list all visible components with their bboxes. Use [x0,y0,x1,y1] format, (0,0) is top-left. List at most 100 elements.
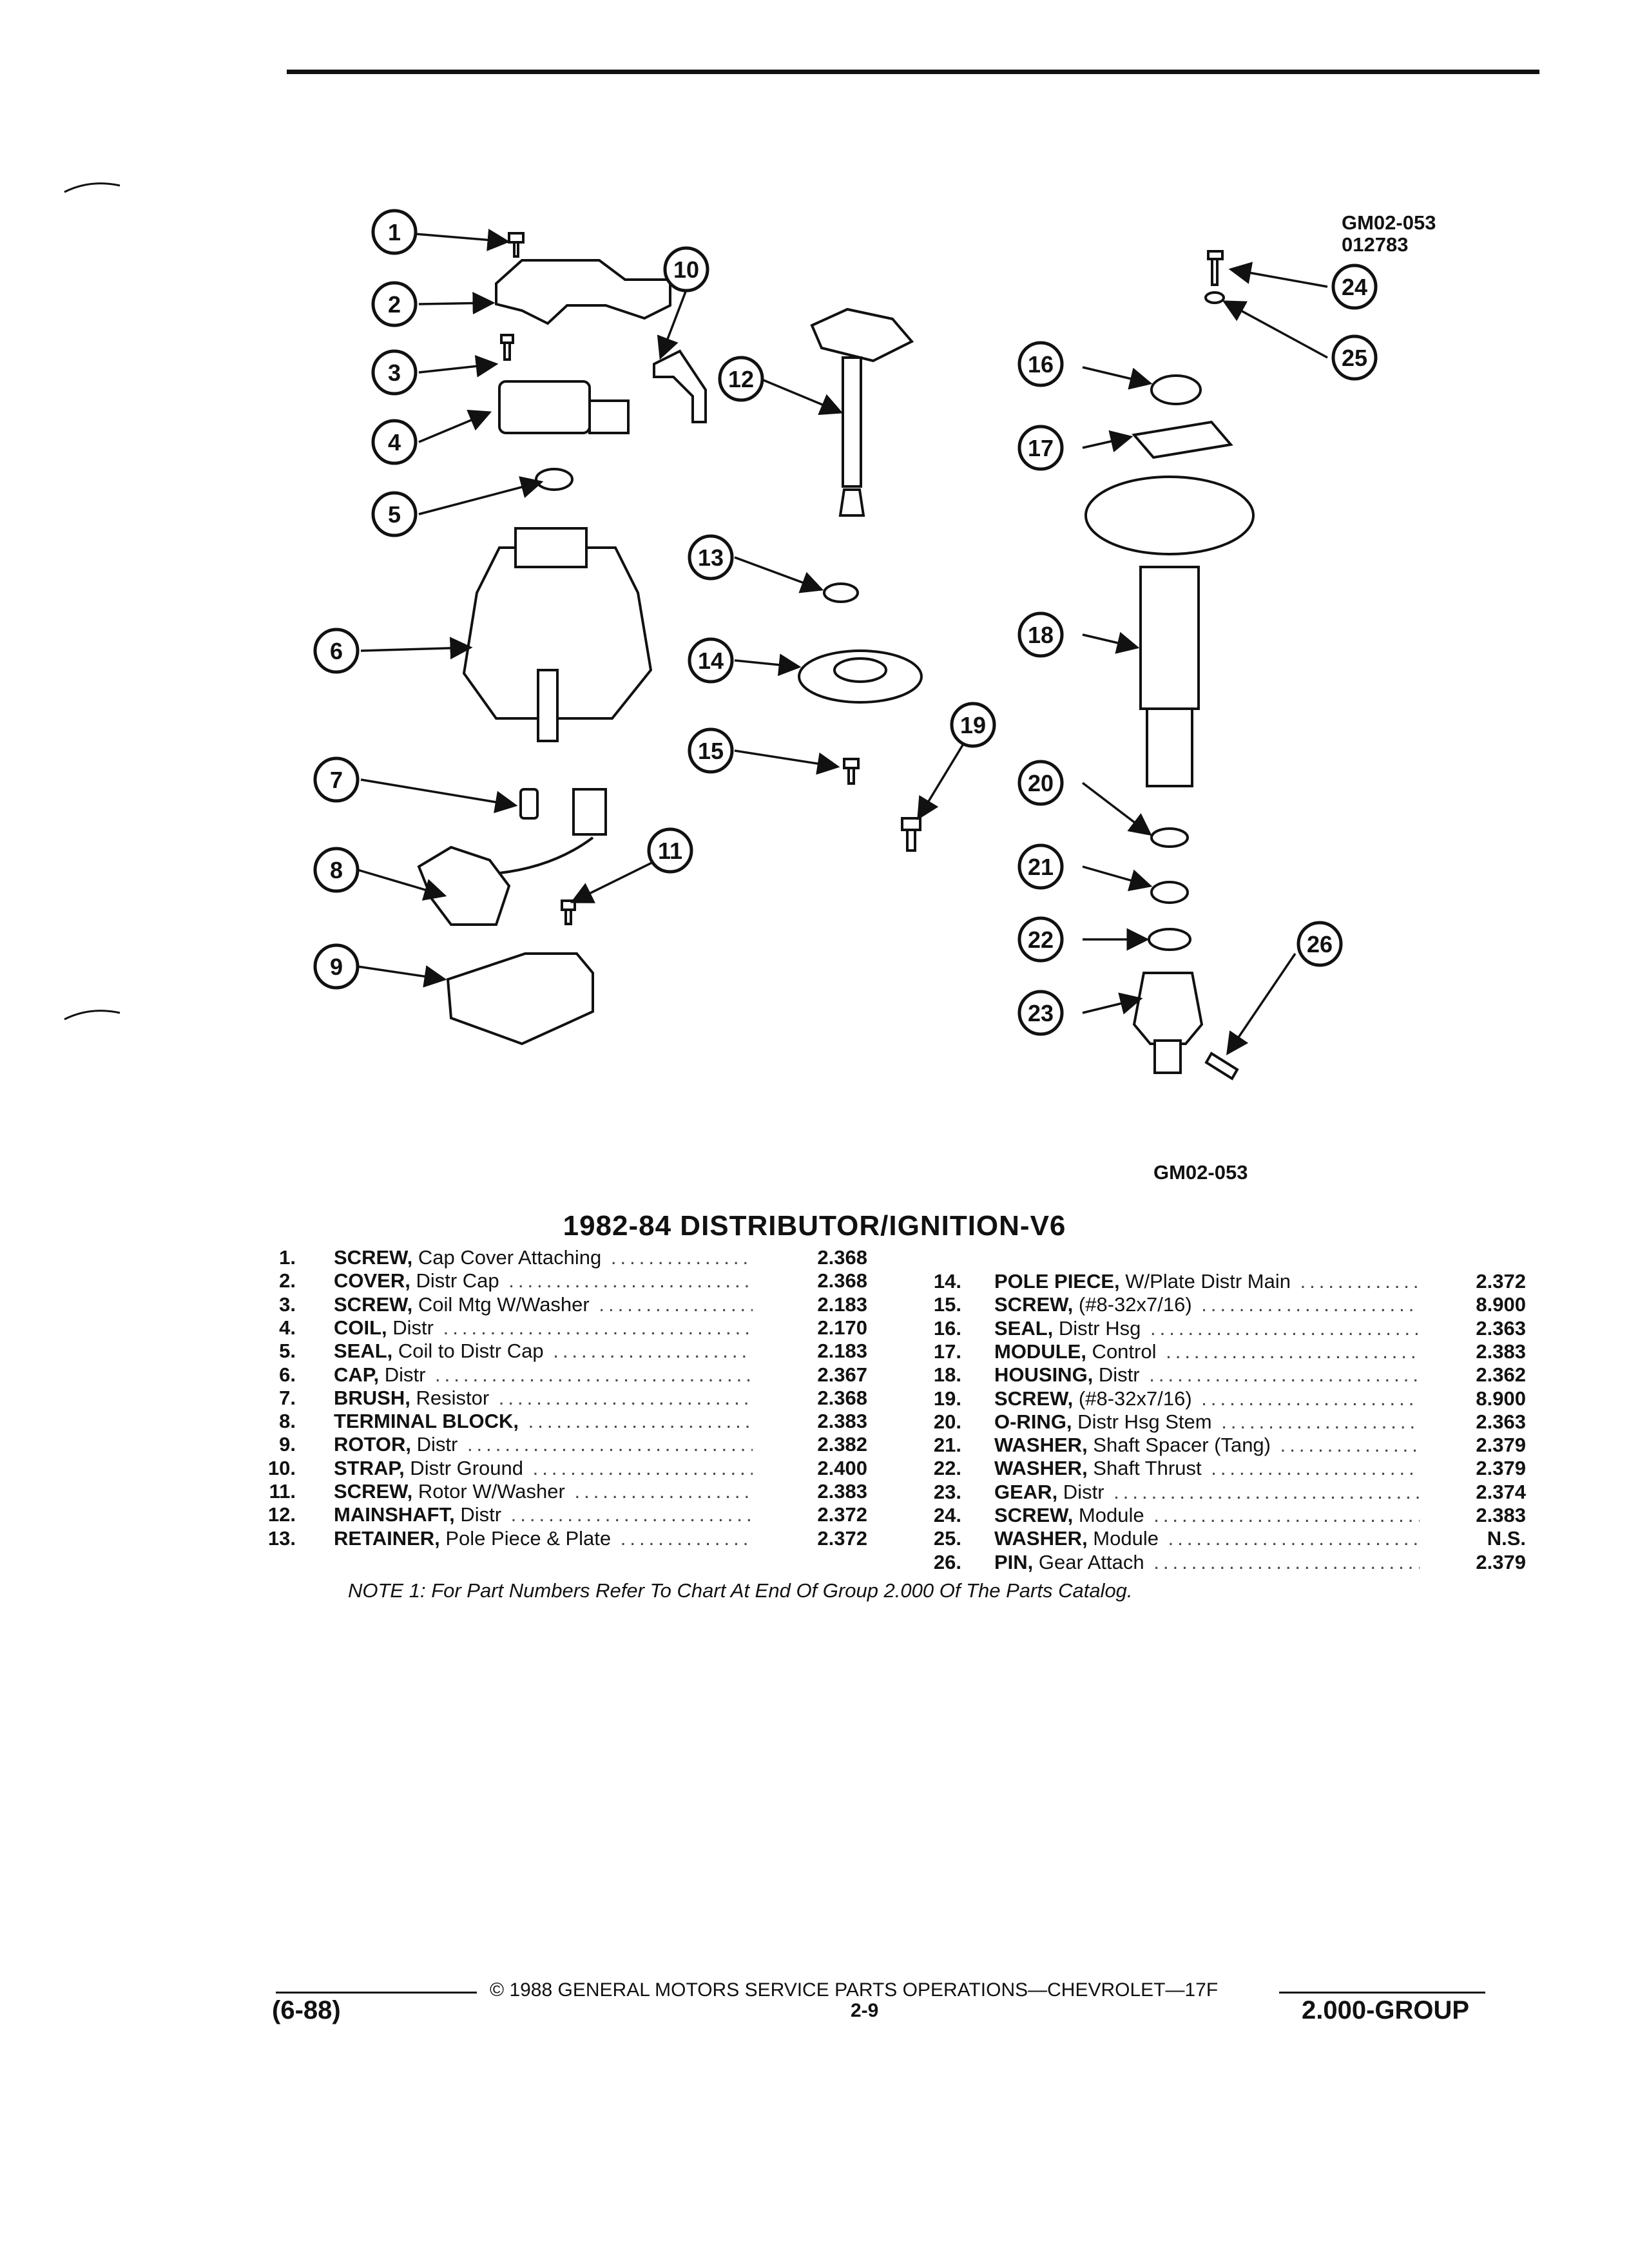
part-drawings [417,232,1255,1081]
part-row: 7.BRUSH, Resistor ......................… [0,1387,1629,1410]
part-row: 1.SCREW, Cap Cover Attaching ...........… [0,1246,1629,1269]
part-name: WASHER, [994,1457,1088,1480]
callout-17: 17 [1028,435,1054,461]
callout-15: 15 [698,738,724,764]
group-number: 2.170 [817,1316,867,1339]
part-desc: (#8-32x7/16) [1073,1387,1192,1410]
part-number: 2. [279,1269,296,1293]
part-number: 11. [269,1480,296,1503]
part-desc: Distr Hsg Stem [1072,1410,1212,1433]
part-name: SCREW, [994,1504,1074,1526]
catalog-note: NOTE 1: For Part Numbers Refer To Chart … [348,1579,1133,1602]
group-number: 2.383 [817,1480,867,1503]
part-description: MODULE, Control ........................… [994,1340,1420,1363]
callout-11: 11 [658,838,682,864]
footer-rule-right [1279,1992,1485,1994]
part-name: HOUSING, [994,1363,1094,1387]
group-number: 2.183 [817,1340,867,1363]
group-number: 2.372 [817,1526,867,1550]
part-name: SCREW, [334,1246,413,1269]
callout-16: 16 [1028,351,1054,378]
part-description: SEAL, Coil to Distr Cap ................… [334,1340,753,1363]
part-desc: Shaft Thrust [1087,1457,1202,1480]
part-desc: Distr Hsg [1053,1316,1141,1340]
callout-21: 21 [1028,854,1054,880]
group-number: 2.379 [1476,1550,1526,1573]
group-number: 2.363 [1476,1316,1526,1340]
part-description: HOUSING, Distr .........................… [994,1363,1420,1387]
part-desc: Coil to Distr Cap [392,1340,544,1363]
part-name: SCREW, [994,1387,1074,1410]
part-number: 19. [933,1387,961,1410]
part-number: 17. [933,1340,961,1363]
part-number: 13. [267,1526,296,1550]
callout-20: 20 [1028,770,1054,796]
part-desc: Distr [379,1363,426,1386]
group-number: 2.379 [1476,1457,1526,1480]
part-row: 11.SCREW, Rotor W/Washer ...............… [0,1480,1629,1503]
group-number: 2.183 [817,1293,867,1316]
figure-code: GM02-053 [1342,211,1436,234]
part-description: WASHER, Module .........................… [994,1527,1420,1550]
footer-copyright: © 1988 GENERAL MOTORS SERVICE PARTS OPER… [490,1979,1219,2001]
callout-1: 1 [388,219,401,245]
part-description: GEAR, Distr ............................… [994,1480,1420,1503]
callout-24: 24 [1342,274,1367,300]
part-description: SCREW, Cap Cover Attaching .............… [334,1246,753,1269]
part-number: 18. [933,1363,961,1387]
group-number: 2.362 [1476,1363,1526,1387]
part-description: SCREW, Coil Mtg W/Washer ...............… [334,1293,753,1316]
part-name: BRUSH, [334,1386,410,1409]
part-description: O-RING, Distr Hsg Stem .................… [994,1410,1420,1433]
part-row: 15.SCREW, (#8-32x7/16) .................… [0,1293,1629,1316]
part-row: 14.POLE PIECE, W/Plate Distr Main ......… [0,1270,1629,1293]
part-number: 24. [933,1504,961,1526]
callout-9: 9 [330,954,343,980]
part-row: 22.WASHER, Shaft Thrust ................… [0,1457,1629,1480]
part-number: 16. [933,1316,961,1340]
group-number: 2.400 [817,1456,867,1479]
part-row: 19. SCREW, (#8-32x7/16) .................… [0,1387,1629,1410]
callout-22: 22 [1028,927,1054,953]
part-description: SEAL, Distr Hsg ........................… [994,1316,1420,1340]
part-number: 5. [279,1340,296,1363]
callout-13: 13 [698,544,724,571]
callout-4: 4 [388,429,401,456]
page-title: 1982-84 DISTRIBUTOR/IGNITION-V6 [563,1210,1066,1242]
group-number: 8.900 [1476,1387,1526,1410]
part-desc: W/Plate Distr Main [1119,1270,1291,1293]
part-description: MAINSHAFT, Distr .......................… [334,1503,753,1526]
part-row: 25.WASHER, Module ......................… [0,1527,1629,1550]
part-number: 4. [279,1316,296,1339]
callout-7: 7 [330,767,343,793]
part-row: 3.SCREW, Coil Mtg W/Washer .............… [0,1293,1629,1316]
part-row: 2.COVER, Distr Cap .....................… [0,1269,1629,1293]
callout-12: 12 [728,366,754,392]
part-name: RETAINER, [334,1526,440,1550]
part-row: 17. MODULE, Control .....................… [0,1340,1629,1363]
part-name: SCREW, [334,1293,413,1316]
part-desc: (#8-32x7/16) [1073,1293,1192,1316]
callout-3: 3 [388,360,401,386]
part-name: MAINSHAFT, [334,1503,455,1526]
part-row: 9.ROTOR, Distr .........................… [0,1433,1629,1456]
part-row: 23.GEAR, Distr .........................… [0,1481,1629,1504]
part-desc: Module [1087,1527,1159,1550]
part-description: SCREW, (#8-32x7/16) ....................… [994,1387,1420,1410]
part-name: COVER, [334,1269,410,1293]
callout-8: 8 [330,857,343,883]
part-number: 22. [933,1457,961,1480]
group-number: 2.368 [817,1386,867,1409]
part-name: STRAP, [334,1456,405,1479]
part-desc: Distr [454,1503,502,1526]
part-description: PIN, Gear Attach .......................… [994,1550,1420,1573]
group-number: 2.372 [1476,1270,1526,1293]
part-number: 7. [279,1386,296,1409]
exploded-diagram: 1 2 3 4 5 6 7 8 9 10 11 12 13 14 15 16 1… [64,182,1378,1081]
part-desc: Coil Mtg W/Washer [412,1293,590,1316]
part-desc: Distr [387,1316,434,1339]
part-description: TERMINAL BLOCK, ........................… [334,1410,753,1433]
part-desc: Cap Cover Attaching [412,1246,602,1269]
part-row: 4.COIL, Distr ..........................… [0,1316,1629,1340]
part-number: 15. [933,1293,961,1316]
